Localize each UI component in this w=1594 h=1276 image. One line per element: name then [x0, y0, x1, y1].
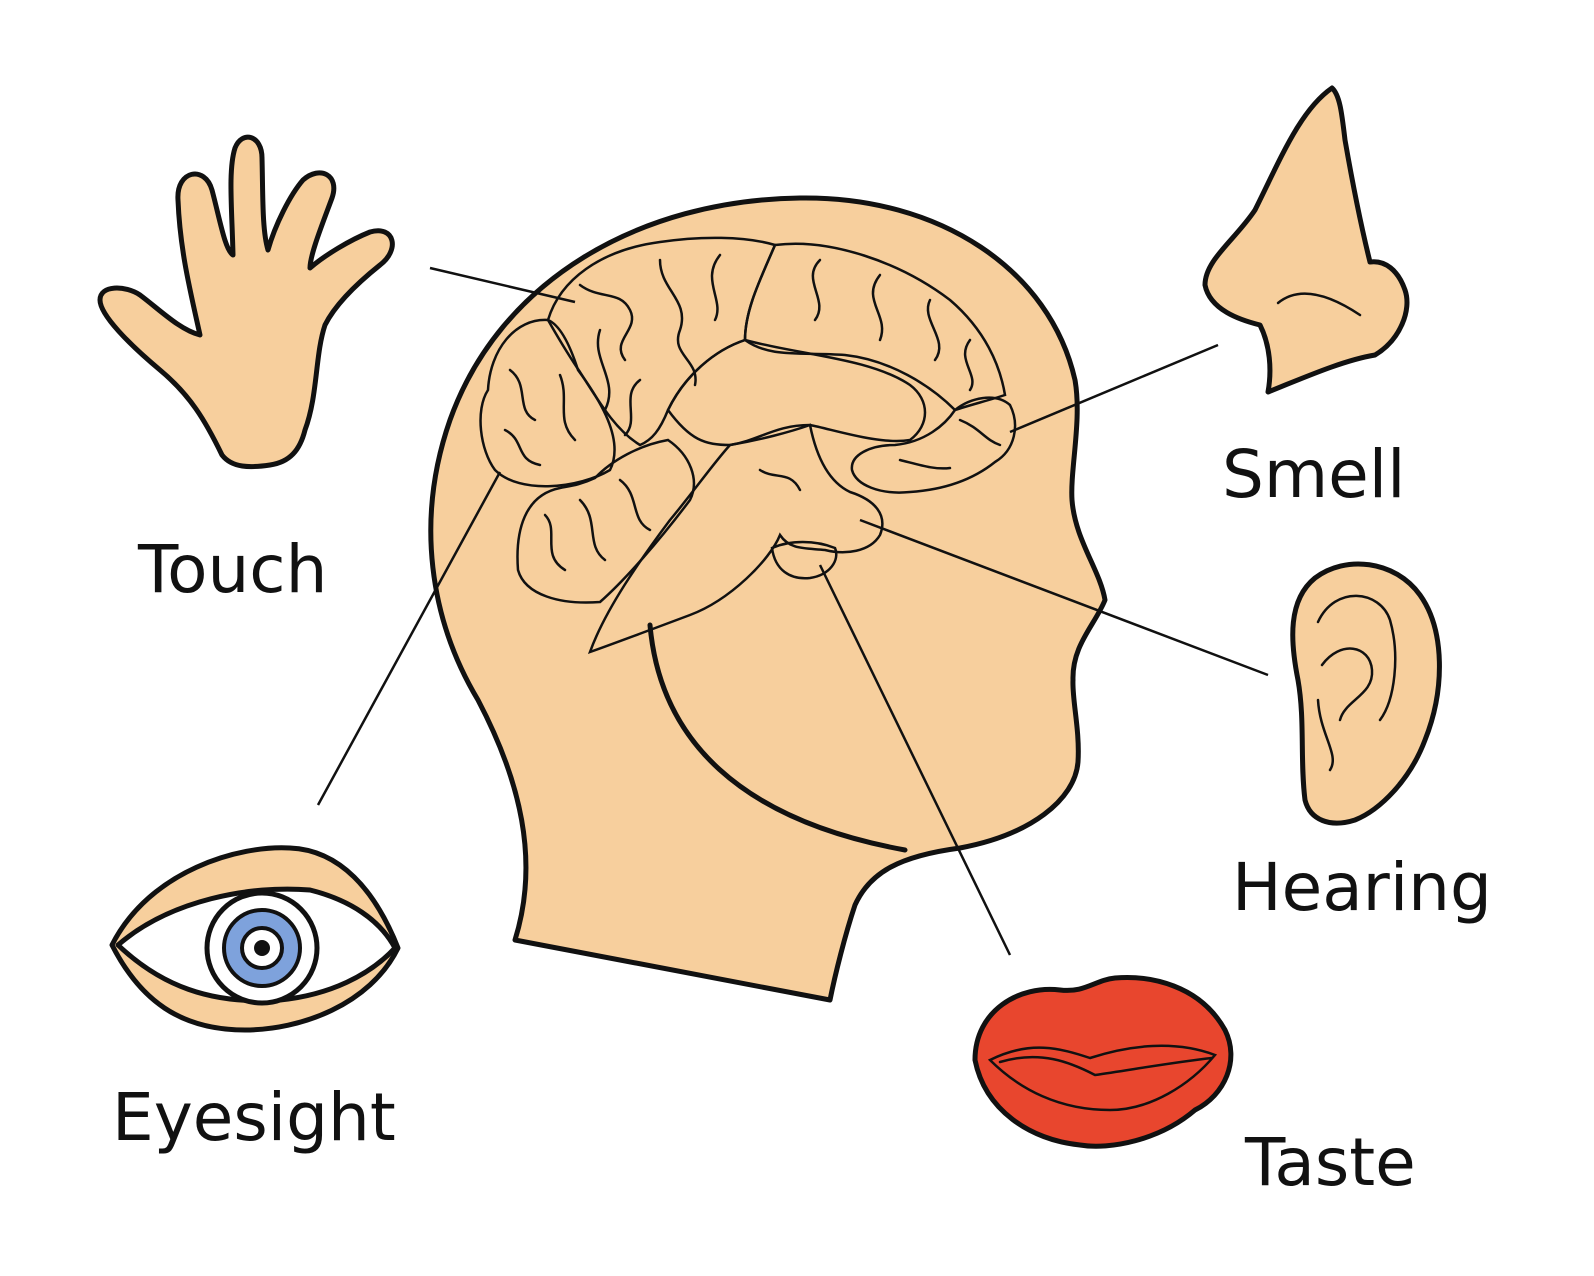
- label-hearing: Hearing: [1232, 849, 1492, 926]
- label-taste: Taste: [1244, 1124, 1416, 1201]
- brain-region-blue: [587, 423, 884, 655]
- brain: [479, 236, 1017, 655]
- label-eyesight: Eyesight: [112, 1079, 396, 1156]
- leader-eyesight: [316, 471, 502, 806]
- ear-icon: [1290, 561, 1442, 826]
- leader-smell: [1009, 343, 1219, 434]
- leader-touch: [429, 266, 576, 304]
- brain-region-yellow: [850, 396, 1017, 494]
- brain-region-pink-lower: [516, 438, 696, 604]
- leader-lines: [316, 266, 1269, 956]
- head-silhouette: [428, 195, 1108, 1003]
- hand-icon: [97, 134, 395, 470]
- label-smell: Smell: [1222, 436, 1405, 513]
- leader-taste: [818, 564, 1012, 956]
- lips-icon: [972, 975, 1234, 1149]
- brain-region-red: [770, 540, 838, 580]
- leader-hearing: [859, 518, 1269, 677]
- nose-icon: [1202, 85, 1410, 395]
- eye-pupil: [254, 940, 270, 956]
- label-touch: Touch: [137, 531, 327, 608]
- eye-icon: [109, 845, 401, 1033]
